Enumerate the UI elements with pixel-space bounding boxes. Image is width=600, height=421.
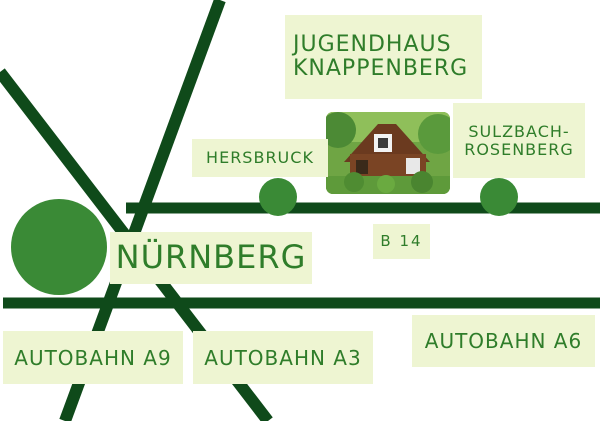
town-marker-hersbruck <box>259 178 297 216</box>
label-autobahn-a9: Autobahn A9 <box>3 331 183 384</box>
label-sulzbach-line1: Sulzbach- <box>468 121 570 141</box>
label-sulzbach-line2: Rosenberg <box>464 139 574 159</box>
label-jugendhaus-line1: Jugendhaus <box>293 31 452 57</box>
label-autobahn-a3: Autobahn A3 <box>193 331 373 384</box>
label-jugendhaus-knappenberg: Jugendhaus Knappenberg <box>285 15 482 99</box>
label-jugendhaus-line2: Knappenberg <box>293 56 469 81</box>
label-autobahn-a6: Autobahn A6 <box>412 315 595 367</box>
town-marker-nurnberg <box>11 199 107 295</box>
label-b14: B 14 <box>373 224 430 259</box>
label-sulzbach-rosenberg: Sulzbach- Rosenberg <box>453 103 585 178</box>
label-nurnberg: Nürnberg <box>110 232 312 284</box>
town-marker-sulzbach <box>480 178 518 216</box>
jugendhaus-photo <box>326 112 450 194</box>
label-hersbruck: Hersbruck <box>192 139 328 177</box>
